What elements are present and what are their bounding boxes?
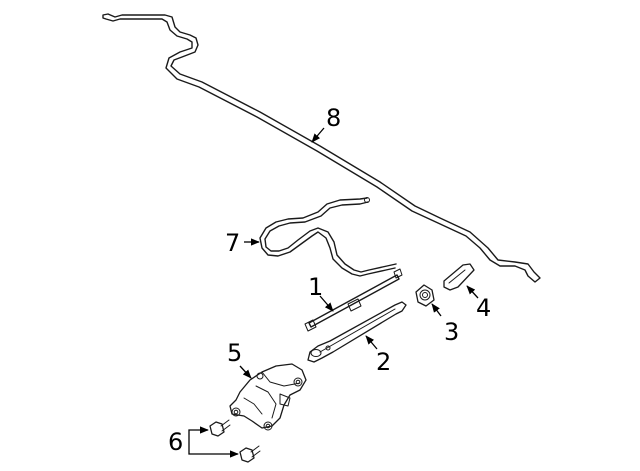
- callout-6: 6: [168, 428, 183, 456]
- callout-labels: 8 7 1 2 3 4 5 6: [168, 104, 491, 456]
- callout-1: 1: [308, 273, 323, 301]
- callout-4: 4: [476, 294, 491, 322]
- callout-2: 2: [376, 348, 391, 376]
- leader-2: [365, 335, 378, 350]
- arm-cap: [443, 263, 475, 291]
- leader-8: [311, 127, 325, 143]
- leader-4: [466, 285, 479, 299]
- callout-7: 7: [225, 229, 240, 257]
- leader-6a: [188, 426, 209, 440]
- callout-5: 5: [227, 339, 242, 367]
- washer-hose-long: [102, 13, 541, 283]
- leader-3: [431, 303, 442, 317]
- leader-6b: [188, 440, 239, 458]
- wiper-blade: [304, 268, 403, 332]
- motor-bolts: [209, 419, 261, 463]
- wiper-arm: [307, 301, 407, 363]
- callout-3: 3: [444, 318, 459, 346]
- washer-hose-short: [259, 197, 397, 277]
- leader-5: [239, 365, 252, 379]
- arm-nut: [415, 284, 435, 307]
- wiper-motor: [229, 363, 307, 431]
- callout-8: 8: [326, 104, 341, 132]
- leader-lines: [188, 127, 479, 458]
- leader-1: [319, 295, 334, 312]
